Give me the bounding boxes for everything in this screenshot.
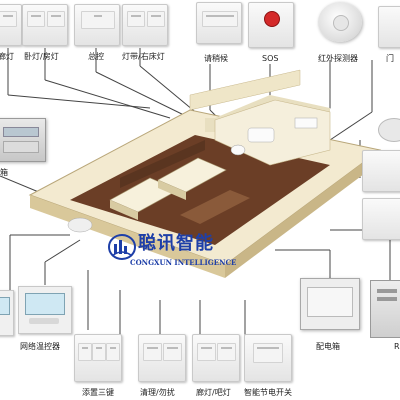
label-r: R bbox=[394, 342, 400, 351]
corridor-bar-light-panel[interactable] bbox=[192, 334, 240, 382]
label-smart-power: 智能节电开关 bbox=[244, 388, 292, 397]
sensor-device bbox=[378, 118, 400, 142]
door-sensor bbox=[378, 6, 400, 48]
label-rcu: 箱 bbox=[0, 168, 8, 177]
label-strip-bed: 灯带/右床灯 bbox=[122, 52, 165, 61]
thermostat-left[interactable] bbox=[0, 290, 14, 336]
wall-panel-right[interactable] bbox=[362, 198, 400, 240]
card-switch[interactable] bbox=[362, 150, 400, 192]
label-triple-switch: 添置三键 bbox=[82, 388, 114, 397]
label-clean-dnd: 清理/勿扰 bbox=[140, 388, 175, 397]
network-thermostat[interactable] bbox=[18, 286, 72, 334]
logo-text-cn: 聪讯智能 bbox=[138, 233, 214, 254]
triple-switch-panel[interactable] bbox=[74, 334, 122, 382]
label-doorbell: 请稍候 bbox=[204, 54, 228, 63]
distribution-box bbox=[300, 278, 360, 330]
label-corridor-light: 廊灯 bbox=[0, 52, 14, 61]
label-master: 总控 bbox=[88, 52, 104, 61]
label-network-thermostat: 网络温控器 bbox=[20, 342, 60, 351]
rcu-controller-box bbox=[0, 118, 46, 162]
sos-panel[interactable] bbox=[248, 2, 294, 48]
label-distribution-box: 配电箱 bbox=[316, 342, 340, 351]
sos-button[interactable] bbox=[264, 11, 280, 27]
label-bedroom-light: 卧灯/房灯 bbox=[24, 52, 59, 61]
label-sos: SOS bbox=[262, 54, 279, 63]
congxun-logo-icon bbox=[108, 234, 136, 260]
label-corridor-bar: 廊灯/吧灯 bbox=[196, 388, 231, 397]
ir-detector-icon bbox=[318, 2, 362, 42]
r-box bbox=[370, 280, 400, 338]
clean-dnd-panel[interactable] bbox=[138, 334, 186, 382]
logo-text-en: CONGXUN INTELLIGENCE bbox=[130, 258, 237, 267]
strip-bed-light-switch[interactable] bbox=[122, 4, 168, 46]
label-door: 门 bbox=[386, 54, 394, 63]
corridor-light-switch[interactable] bbox=[0, 4, 22, 46]
thermostat-display bbox=[25, 293, 65, 315]
bedroom-light-switch[interactable] bbox=[22, 4, 68, 46]
master-switch[interactable] bbox=[74, 4, 120, 46]
smart-power-switch[interactable] bbox=[244, 334, 292, 382]
label-ir-detector: 红外探测器 bbox=[318, 54, 358, 63]
doorbell-panel[interactable] bbox=[196, 2, 242, 44]
